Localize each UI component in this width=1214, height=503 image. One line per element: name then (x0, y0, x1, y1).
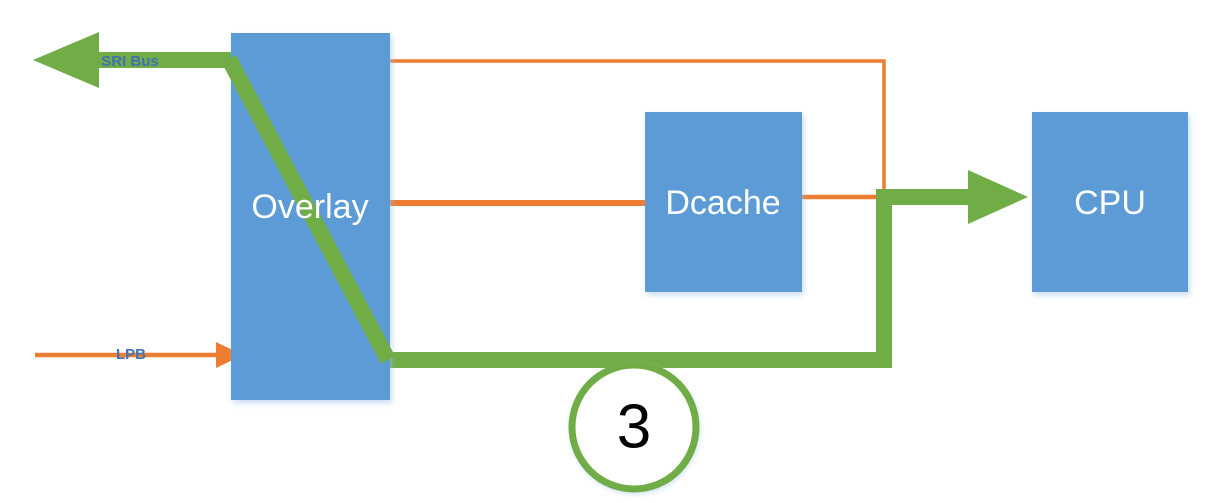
sri-bus-output-arrow (33, 32, 232, 88)
step-marker-number: 3 (617, 392, 651, 461)
block-dcache[interactable]: Dcache (645, 112, 802, 292)
sri-bus-arrow-head (33, 32, 99, 88)
green-path-arrow-head (968, 170, 1028, 224)
green-diagonal-overlap (221, 55, 396, 364)
step-marker-3[interactable]: 3 (568, 361, 700, 493)
sri-bus-label: SRI Bus (101, 53, 159, 70)
step-marker-circle[interactable] (568, 361, 700, 493)
block-cpu[interactable]: CPU (1032, 112, 1188, 292)
block-overlay[interactable]: Overlay (221, 33, 396, 400)
cpu-box-rect[interactable] (1032, 112, 1188, 292)
dcache-box-rect[interactable] (645, 112, 802, 292)
lpb-arrow-head (216, 342, 243, 368)
lpb-input-arrow (35, 342, 243, 368)
lpb-label: LPB (116, 346, 146, 363)
connector-overlay-bypass-line (388, 59, 886, 199)
